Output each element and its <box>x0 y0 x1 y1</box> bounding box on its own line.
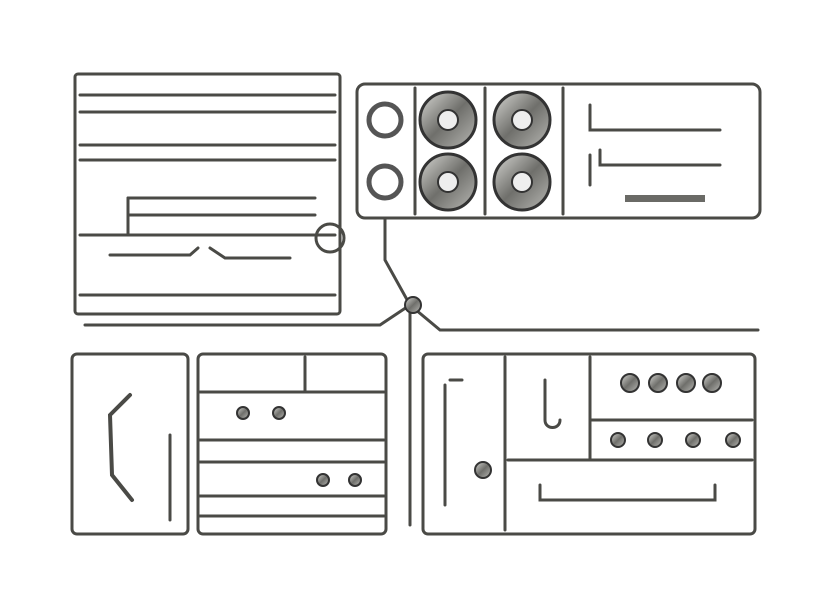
frame-bottom-right <box>421 352 757 536</box>
frame-top-left <box>73 72 346 316</box>
frame-bottom-left <box>70 352 190 536</box>
ring <box>366 101 404 139</box>
wheel <box>492 90 552 150</box>
small-wheels <box>236 296 741 487</box>
frame-top-right <box>355 82 762 220</box>
wheel <box>418 152 478 212</box>
frame-bottom-middle <box>196 352 388 536</box>
wheels <box>236 90 741 487</box>
wheel <box>492 152 552 212</box>
wheel <box>418 90 478 150</box>
ring <box>366 163 404 201</box>
